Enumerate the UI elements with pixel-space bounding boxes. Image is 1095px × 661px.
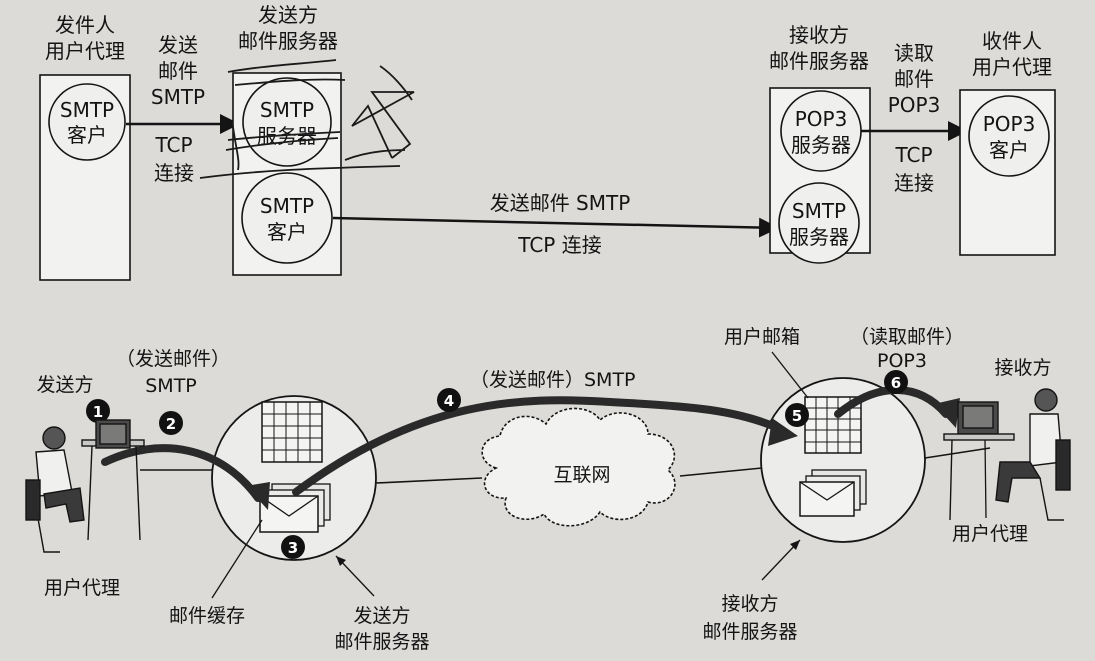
sender-label: 发送方 — [36, 374, 93, 396]
receiver-label: 接收方 — [994, 357, 1051, 379]
smtp-server-circle — [242, 77, 332, 167]
svg-text:5: 5 — [792, 407, 802, 425]
tcp-left-line1: TCP — [154, 133, 192, 157]
svg-text:3: 3 — [288, 539, 298, 557]
mail-cache-pointer — [211, 519, 263, 599]
smtp-server2-line2: 服务器 — [789, 225, 849, 249]
mailbox-label: 用户邮箱 — [724, 326, 800, 348]
sender-server-label-line1: 发送方 — [353, 605, 410, 627]
sender-person-icon — [25, 419, 145, 553]
read-mail-right-line1: 读取 — [894, 41, 934, 65]
receiver-server-title-line1: 接收方 — [789, 23, 849, 47]
flow-arrow-2 — [101, 444, 262, 502]
link-middle-left — [375, 477, 483, 484]
step-badge-2: 2 — [159, 411, 183, 435]
internet-label: 互联网 — [553, 464, 610, 486]
bottom-diagram: 互联网 1 2 3 4 5 6 — [25, 326, 1071, 653]
receiver-envelopes-icon — [799, 469, 867, 517]
send-arrow-middle — [332, 216, 779, 238]
pop3-server-line1: POP3 — [795, 107, 848, 131]
step2-label-line2: SMTP — [145, 375, 197, 397]
flow-arrow-4 — [292, 396, 786, 496]
receiver-ua-title-line2: 用户代理 — [972, 55, 1052, 79]
pen-scribble-star — [199, 59, 415, 179]
send-mail-left-line1: 发送 — [158, 33, 198, 57]
sender-server-title-line2: 邮件服务器 — [238, 29, 338, 53]
step-badge-1: 1 — [86, 399, 110, 423]
mailbox-pointer — [771, 351, 809, 399]
link-middle-right — [679, 467, 763, 477]
smtp-client-line1: SMTP — [60, 98, 114, 122]
step-badge-3: 3 — [281, 535, 305, 559]
top-diagram: 发件人 用户代理 SMTP 客户 发送 邮件 SMTP TCP 连接 发送方 邮… — [39, 3, 1056, 281]
smtp-server-circle-2 — [778, 182, 860, 264]
step4-label: （发送邮件）SMTP — [470, 369, 636, 391]
smtp-client2-line2: 客户 — [267, 220, 307, 244]
pop3-client-line1: POP3 — [983, 112, 1036, 136]
smtp-client2-line1: SMTP — [260, 194, 314, 218]
smtp-client-circle-2 — [241, 172, 333, 264]
sender-ua-title-line1: 发件人 — [55, 13, 115, 37]
step-badge-4: 4 — [437, 388, 461, 412]
svg-text:2: 2 — [166, 415, 176, 433]
receiver-ua-title-line1: 收件人 — [982, 29, 1042, 53]
receiver-person-icon — [943, 388, 1071, 521]
step-badge-6: 6 — [884, 370, 908, 394]
receiver-server-label-line1: 接收方 — [721, 593, 778, 615]
read-mail-right-line2: 邮件 — [894, 67, 934, 91]
svg-text:1: 1 — [93, 403, 103, 421]
send-mail-left-line2: 邮件 — [158, 59, 198, 83]
sender-server-title-line1: 发送方 — [258, 3, 318, 27]
sender-ua-title-line2: 用户代理 — [45, 39, 125, 63]
smtp-client-line2: 客户 — [67, 123, 107, 147]
sender-server-label-line2: 邮件服务器 — [334, 631, 429, 653]
smtp-server-line1: SMTP — [260, 98, 314, 122]
receiver-ua-pointer — [984, 439, 987, 519]
smtp-server2-line1: SMTP — [792, 199, 846, 223]
pop3-client-circle — [968, 95, 1050, 177]
receiver-server-label-line2: 邮件服务器 — [702, 621, 797, 643]
outbox-grid-icon — [261, 401, 323, 463]
step2-label-line1: （发送邮件） — [116, 348, 230, 370]
sender-server-node — [211, 395, 377, 561]
pop3-client-line2: 客户 — [989, 138, 1029, 162]
mail-cache-label: 邮件缓存 — [169, 605, 245, 627]
read-mail-right-line3: POP3 — [888, 93, 941, 117]
svg-text:6: 6 — [891, 374, 901, 392]
tcp-right-line1: TCP — [894, 143, 932, 167]
receiver-ua-label: 用户代理 — [952, 523, 1028, 545]
internet-cloud-icon — [481, 407, 676, 527]
step-badge-5: 5 — [785, 403, 809, 427]
tcp-left-line2: 连接 — [154, 161, 194, 185]
pop3-server-line2: 服务器 — [791, 133, 851, 157]
receiver-server-title-line2: 邮件服务器 — [769, 49, 869, 73]
link-right — [924, 447, 991, 459]
svg-text:4: 4 — [444, 392, 454, 410]
tcp-middle: TCP 连接 — [517, 233, 601, 257]
smtp-client-circle — [48, 83, 126, 161]
pop3-server-circle — [780, 90, 862, 172]
send-mail-middle: 发送邮件 SMTP — [490, 191, 631, 215]
send-mail-left-line3: SMTP — [151, 85, 205, 109]
step6-label-line2: POP3 — [877, 350, 927, 372]
step6-label-line1: （读取邮件） — [850, 326, 964, 348]
tcp-right-line2: 连接 — [894, 171, 934, 195]
sender-ua-label: 用户代理 — [44, 577, 120, 599]
